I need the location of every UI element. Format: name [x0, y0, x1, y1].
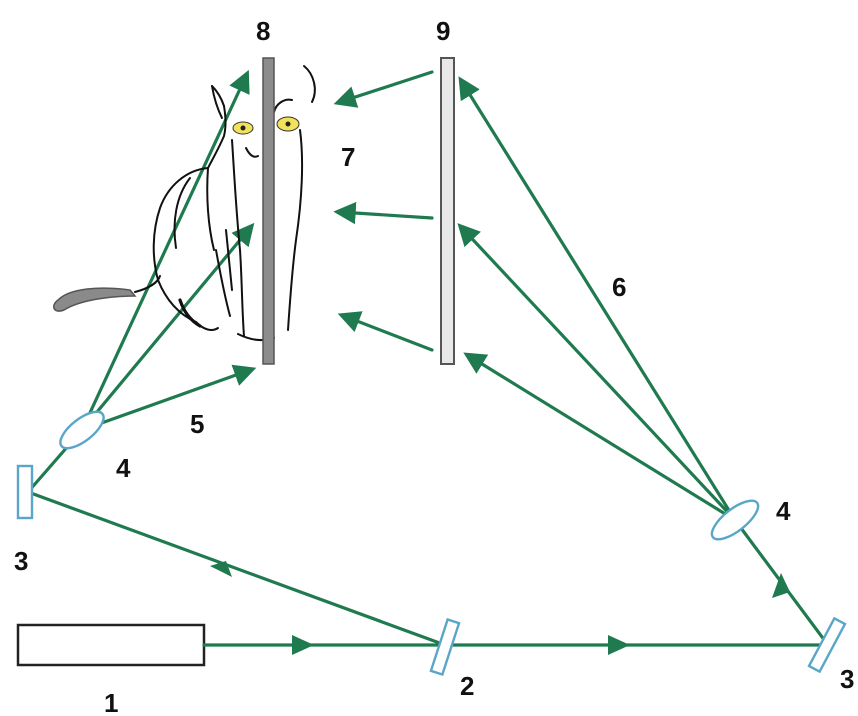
- label-laser: 1: [104, 688, 118, 716]
- beam-splitter: [429, 617, 461, 677]
- reconstruction-beams: [333, 70, 434, 352]
- label-object-beam: 5: [190, 409, 204, 439]
- beam-arrow-1: [292, 635, 314, 655]
- reference-beams: [457, 76, 737, 522]
- label-object: 7: [341, 142, 355, 172]
- lens-right: [710, 499, 760, 541]
- plate-8: [262, 57, 275, 365]
- lens-left: [59, 410, 105, 450]
- object-arm-beam: [26, 428, 447, 647]
- object-beams: [80, 69, 257, 432]
- beam-arrow-4: [772, 573, 790, 598]
- beam-arrow-3: [210, 561, 232, 577]
- label-reference-beam: 6: [612, 272, 626, 302]
- laser-beam: [202, 635, 830, 655]
- reference-arm-beam: [733, 518, 830, 647]
- label-mirror-right: 3: [840, 664, 854, 694]
- label-lens-left: 4: [116, 453, 131, 483]
- plate-9: [440, 57, 455, 365]
- beam-arrow-2: [608, 635, 630, 655]
- laser: [16, 623, 206, 667]
- label-beam-splitter: 2: [460, 671, 474, 701]
- label-plate-9: 9: [436, 16, 450, 46]
- mirror-left: [16, 464, 34, 520]
- label-plate-8: 8: [256, 16, 270, 46]
- cat-object: [53, 65, 316, 342]
- label-mirror-left: 3: [14, 546, 28, 576]
- label-lens-right: 4: [776, 496, 791, 526]
- mirror-right: [807, 616, 847, 674]
